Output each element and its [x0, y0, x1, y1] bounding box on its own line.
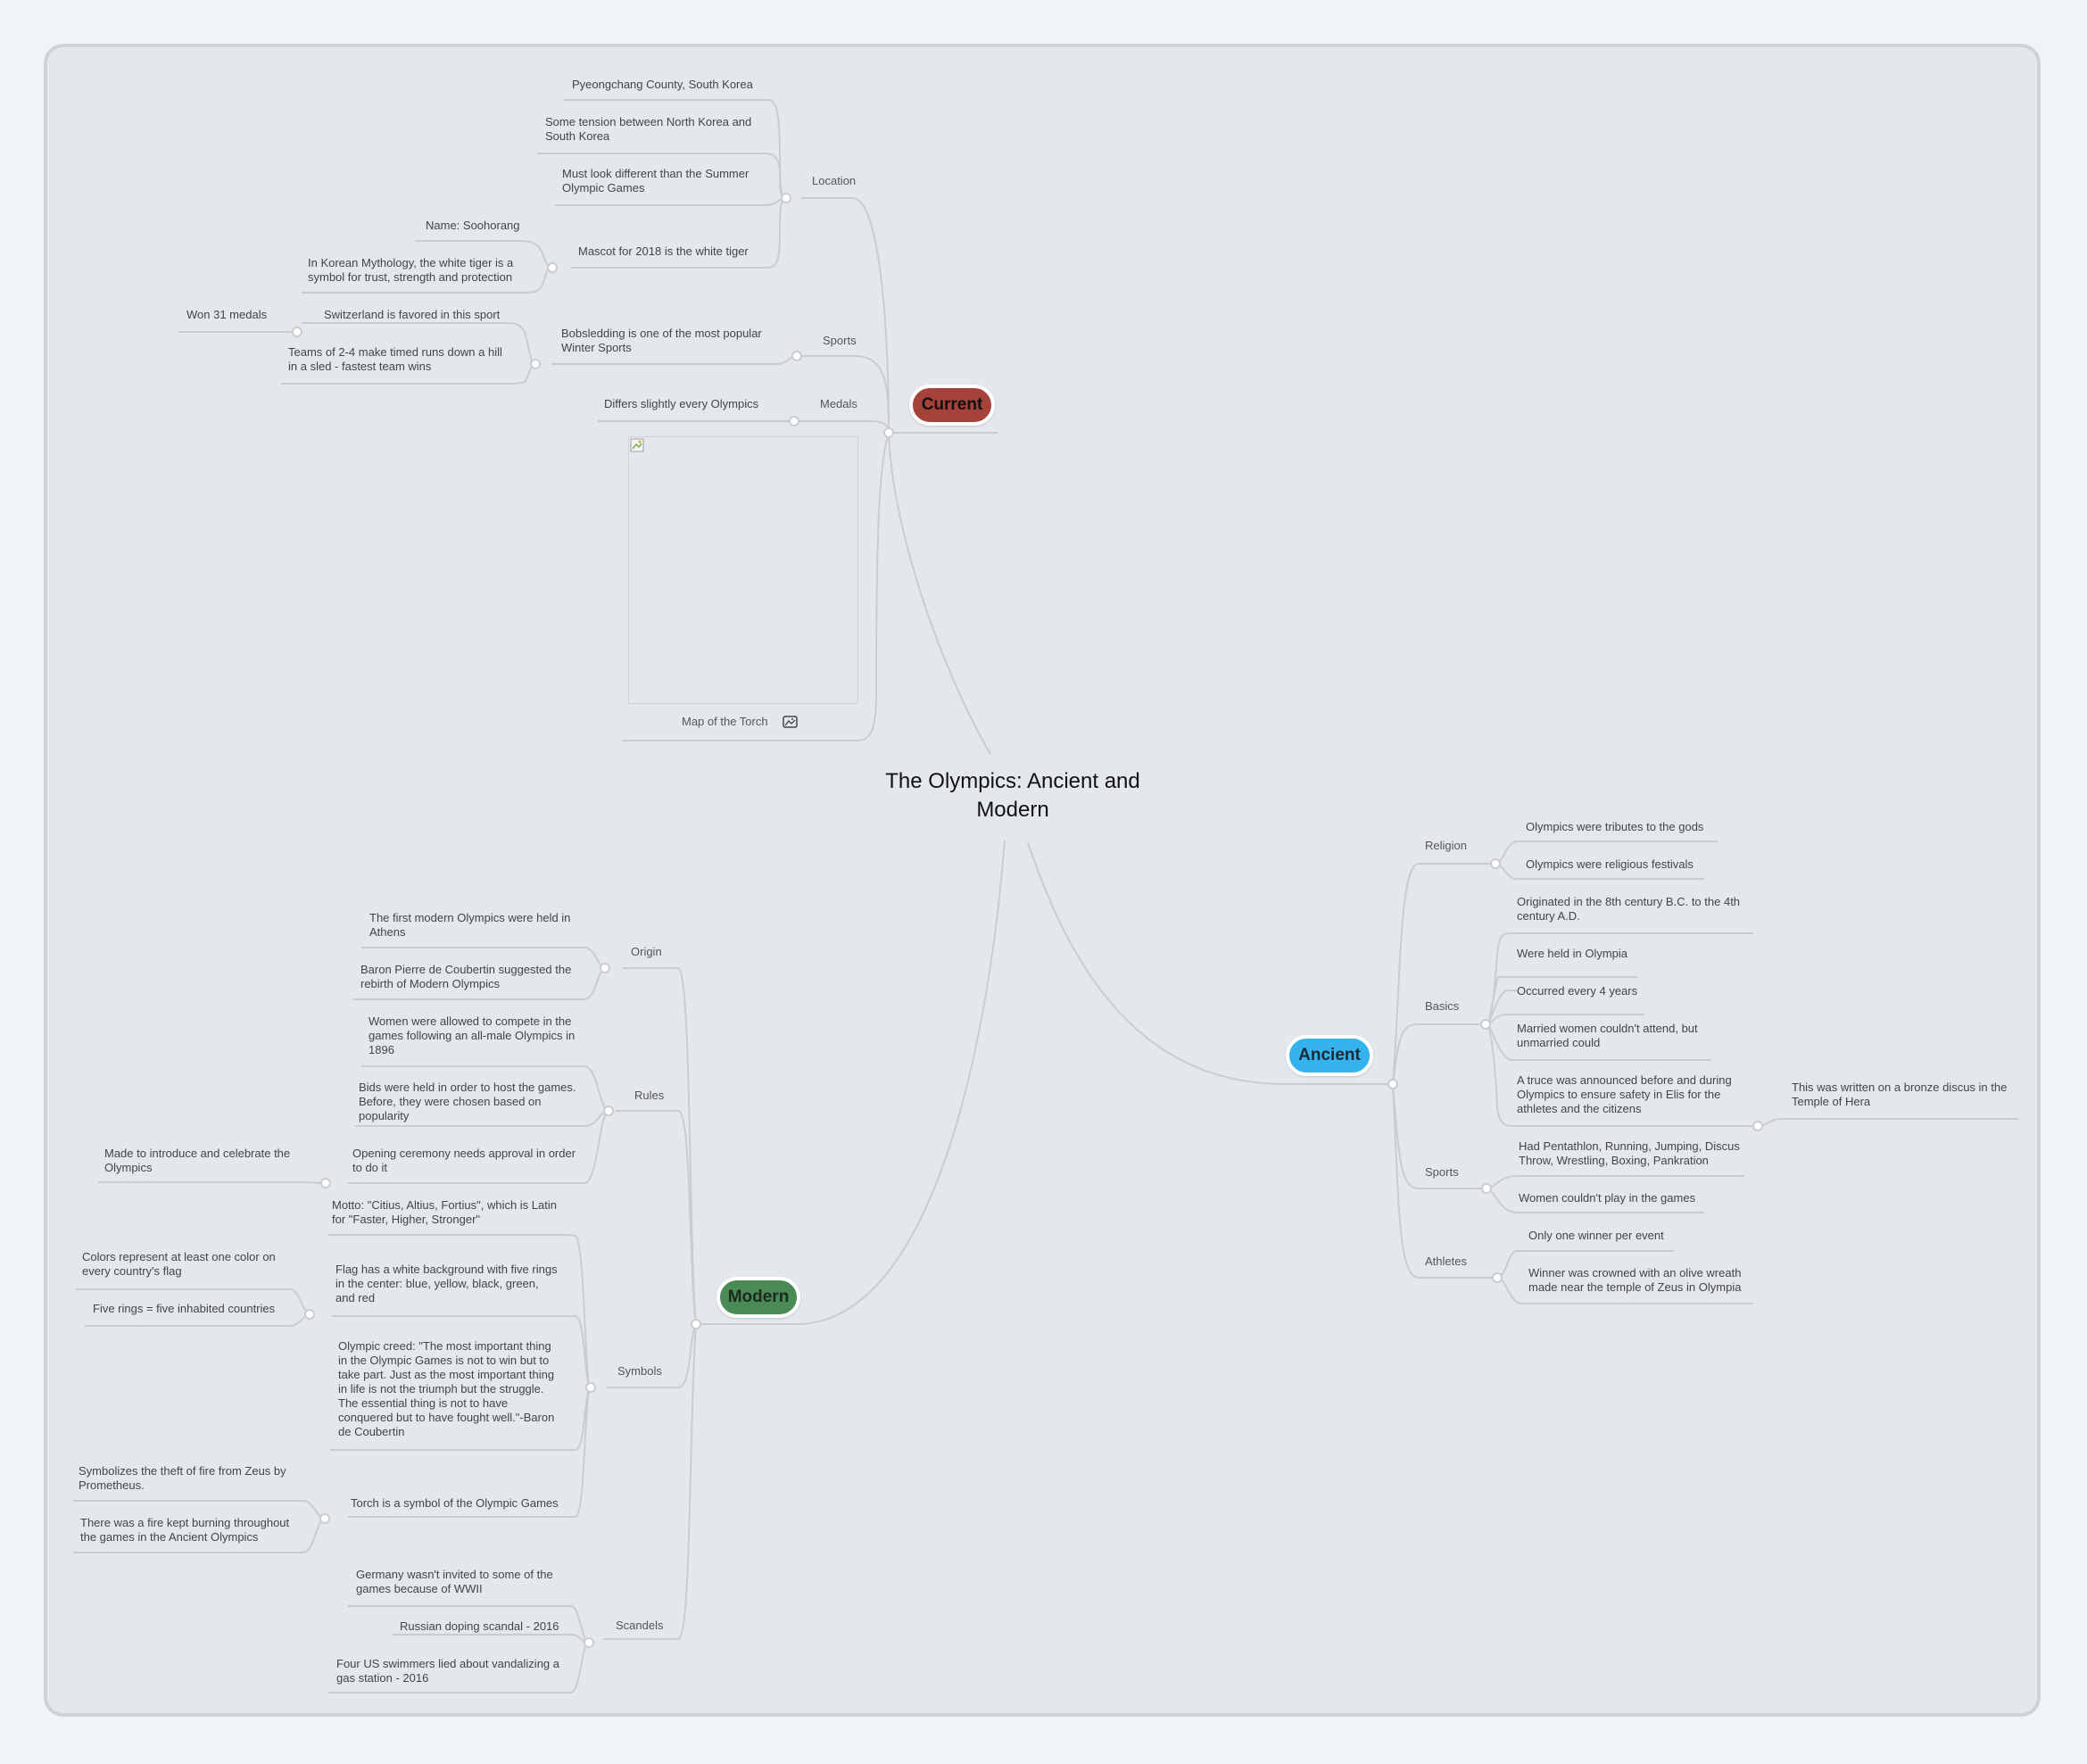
religion-item[interactable]: Olympics were religious festivals	[1526, 857, 1694, 871]
basics-item[interactable]: Occurred every 4 years	[1517, 984, 1638, 998]
location-item[interactable]: Pyeongchang County, South Korea	[572, 78, 753, 91]
topic-sports-current[interactable]: Sports	[823, 334, 857, 347]
link-ancient-basics	[1392, 1023, 1483, 1085]
link-modern-scandels	[603, 1323, 697, 1640]
torch-item[interactable]: There was a fire kept burning throughout…	[80, 1516, 290, 1544]
symbols-flag[interactable]: Flag has a white background with five ri…	[335, 1263, 558, 1304]
topic-location[interactable]: Location	[812, 174, 857, 187]
mascot-item[interactable]: Name: Soohorang	[426, 219, 520, 232]
origin-item[interactable]: The first modern Olympics were held in A…	[369, 911, 571, 939]
basics-item[interactable]: Originated in the 8th century B.C. to th…	[1517, 895, 1741, 923]
ancient-sports-item[interactable]: Women couldn't play in the games	[1519, 1191, 1696, 1205]
link-ancient-religion	[1392, 863, 1492, 1085]
link-root-current	[888, 432, 991, 755]
rules-ceremony[interactable]: Opening ceremony needs approval in order…	[352, 1147, 576, 1174]
root-topic[interactable]: The Olympics: Ancient and Modern	[885, 769, 1140, 822]
topic-scandels[interactable]: Scandels	[616, 1619, 664, 1632]
link-current-torch	[622, 432, 890, 741]
link-ancient-athletes	[1392, 1083, 1495, 1279]
image-icon[interactable]	[783, 716, 798, 728]
broken-image-icon	[630, 438, 644, 452]
ceremony-note[interactable]: Made to introduce and celebrate the Olym…	[104, 1147, 291, 1174]
location-item[interactable]: Must look different than the Summer Olym…	[562, 167, 749, 195]
flag-item[interactable]: Colors represent at least one color on e…	[82, 1250, 276, 1278]
religion-item[interactable]: Olympics were tributes to the gods	[1526, 820, 1704, 833]
bobsled-switzerland[interactable]: Switzerland is favored in this sport	[324, 308, 501, 321]
scandels-item[interactable]: Four US swimmers lied about vandalizing …	[336, 1657, 559, 1685]
symbols-motto[interactable]: Motto: "Citius, Altius, Fortius", which …	[332, 1198, 557, 1226]
athletes-item[interactable]: Only one winner per event	[1528, 1229, 1664, 1242]
topic-religion[interactable]: Religion	[1425, 839, 1467, 852]
topic-symbols[interactable]: Symbols	[617, 1364, 662, 1378]
link-modern-rules	[616, 1110, 697, 1325]
topic-basics[interactable]: Basics	[1425, 999, 1460, 1013]
rules-item[interactable]: Bids were held in order to host the game…	[359, 1081, 576, 1122]
torch-map-image[interactable]	[628, 436, 858, 704]
origin-item[interactable]: Baron Pierre de Coubertin suggested the …	[360, 963, 572, 990]
topic-athletes[interactable]: Athletes	[1425, 1255, 1467, 1268]
bobsled-teams[interactable]: Teams of 2-4 make timed runs down a hill…	[288, 345, 502, 373]
ancient-sports-item[interactable]: Had Pentathlon, Running, Jumping, Discus…	[1519, 1139, 1740, 1167]
topic-ancient[interactable]: Ancient	[1286, 1035, 1373, 1076]
torch-map-caption[interactable]: Map of the Torch	[682, 715, 768, 728]
athletes-item[interactable]: Winner was crowned with an olive wreath …	[1528, 1266, 1742, 1294]
flag-item[interactable]: Five rings = five inhabited countries	[93, 1302, 276, 1315]
link-ancient-sports	[1392, 1083, 1485, 1189]
switzerland-medals[interactable]: Won 31 medals	[186, 308, 268, 321]
scandels-item[interactable]: Russian doping scandal - 2016	[400, 1619, 559, 1633]
link-root-modern	[798, 840, 1006, 1325]
mascot-item[interactable]: In Korean Mythology, the white tiger is …	[308, 256, 514, 284]
topic-origin[interactable]: Origin	[631, 945, 662, 958]
link-root-ancient	[1027, 841, 1286, 1085]
symbols-creed[interactable]: Olympic creed: "The most important thing…	[338, 1339, 555, 1438]
basics-truce[interactable]: A truce was announced before and during …	[1517, 1073, 1732, 1115]
topic-rules[interactable]: Rules	[634, 1089, 665, 1102]
location-item[interactable]: Some tension between North Korea and Sou…	[545, 115, 752, 143]
topic-mascot[interactable]: Mascot for 2018 is the white tiger	[578, 244, 749, 258]
link-modern-symbols	[607, 1323, 697, 1388]
basics-item[interactable]: Married women couldn't attend, but unmar…	[1517, 1022, 1698, 1049]
torch-item[interactable]: Symbolizes the theft of fire from Zeus b…	[79, 1464, 286, 1492]
rules-item[interactable]: Women were allowed to compete in the gam…	[369, 1015, 576, 1056]
topic-modern[interactable]: Modern	[716, 1277, 800, 1318]
truce-note[interactable]: This was written on a bronze discus in t…	[1792, 1081, 2008, 1108]
basics-item[interactable]: Were held in Olympia	[1517, 947, 1628, 960]
topic-current[interactable]: Current	[909, 385, 995, 426]
topic-medals[interactable]: Medals	[820, 397, 857, 410]
symbols-torch[interactable]: Torch is a symbol of the Olympic Games	[351, 1496, 559, 1510]
topic-sports-ancient[interactable]: Sports	[1425, 1165, 1459, 1179]
link-current-sports	[797, 355, 890, 434]
topic-bobsledding[interactable]: Bobsledding is one of the most popular W…	[561, 327, 762, 354]
medals-item[interactable]: Differs slightly every Olympics	[604, 397, 759, 410]
scandels-item[interactable]: Germany wasn't invited to some of the ga…	[356, 1568, 553, 1595]
